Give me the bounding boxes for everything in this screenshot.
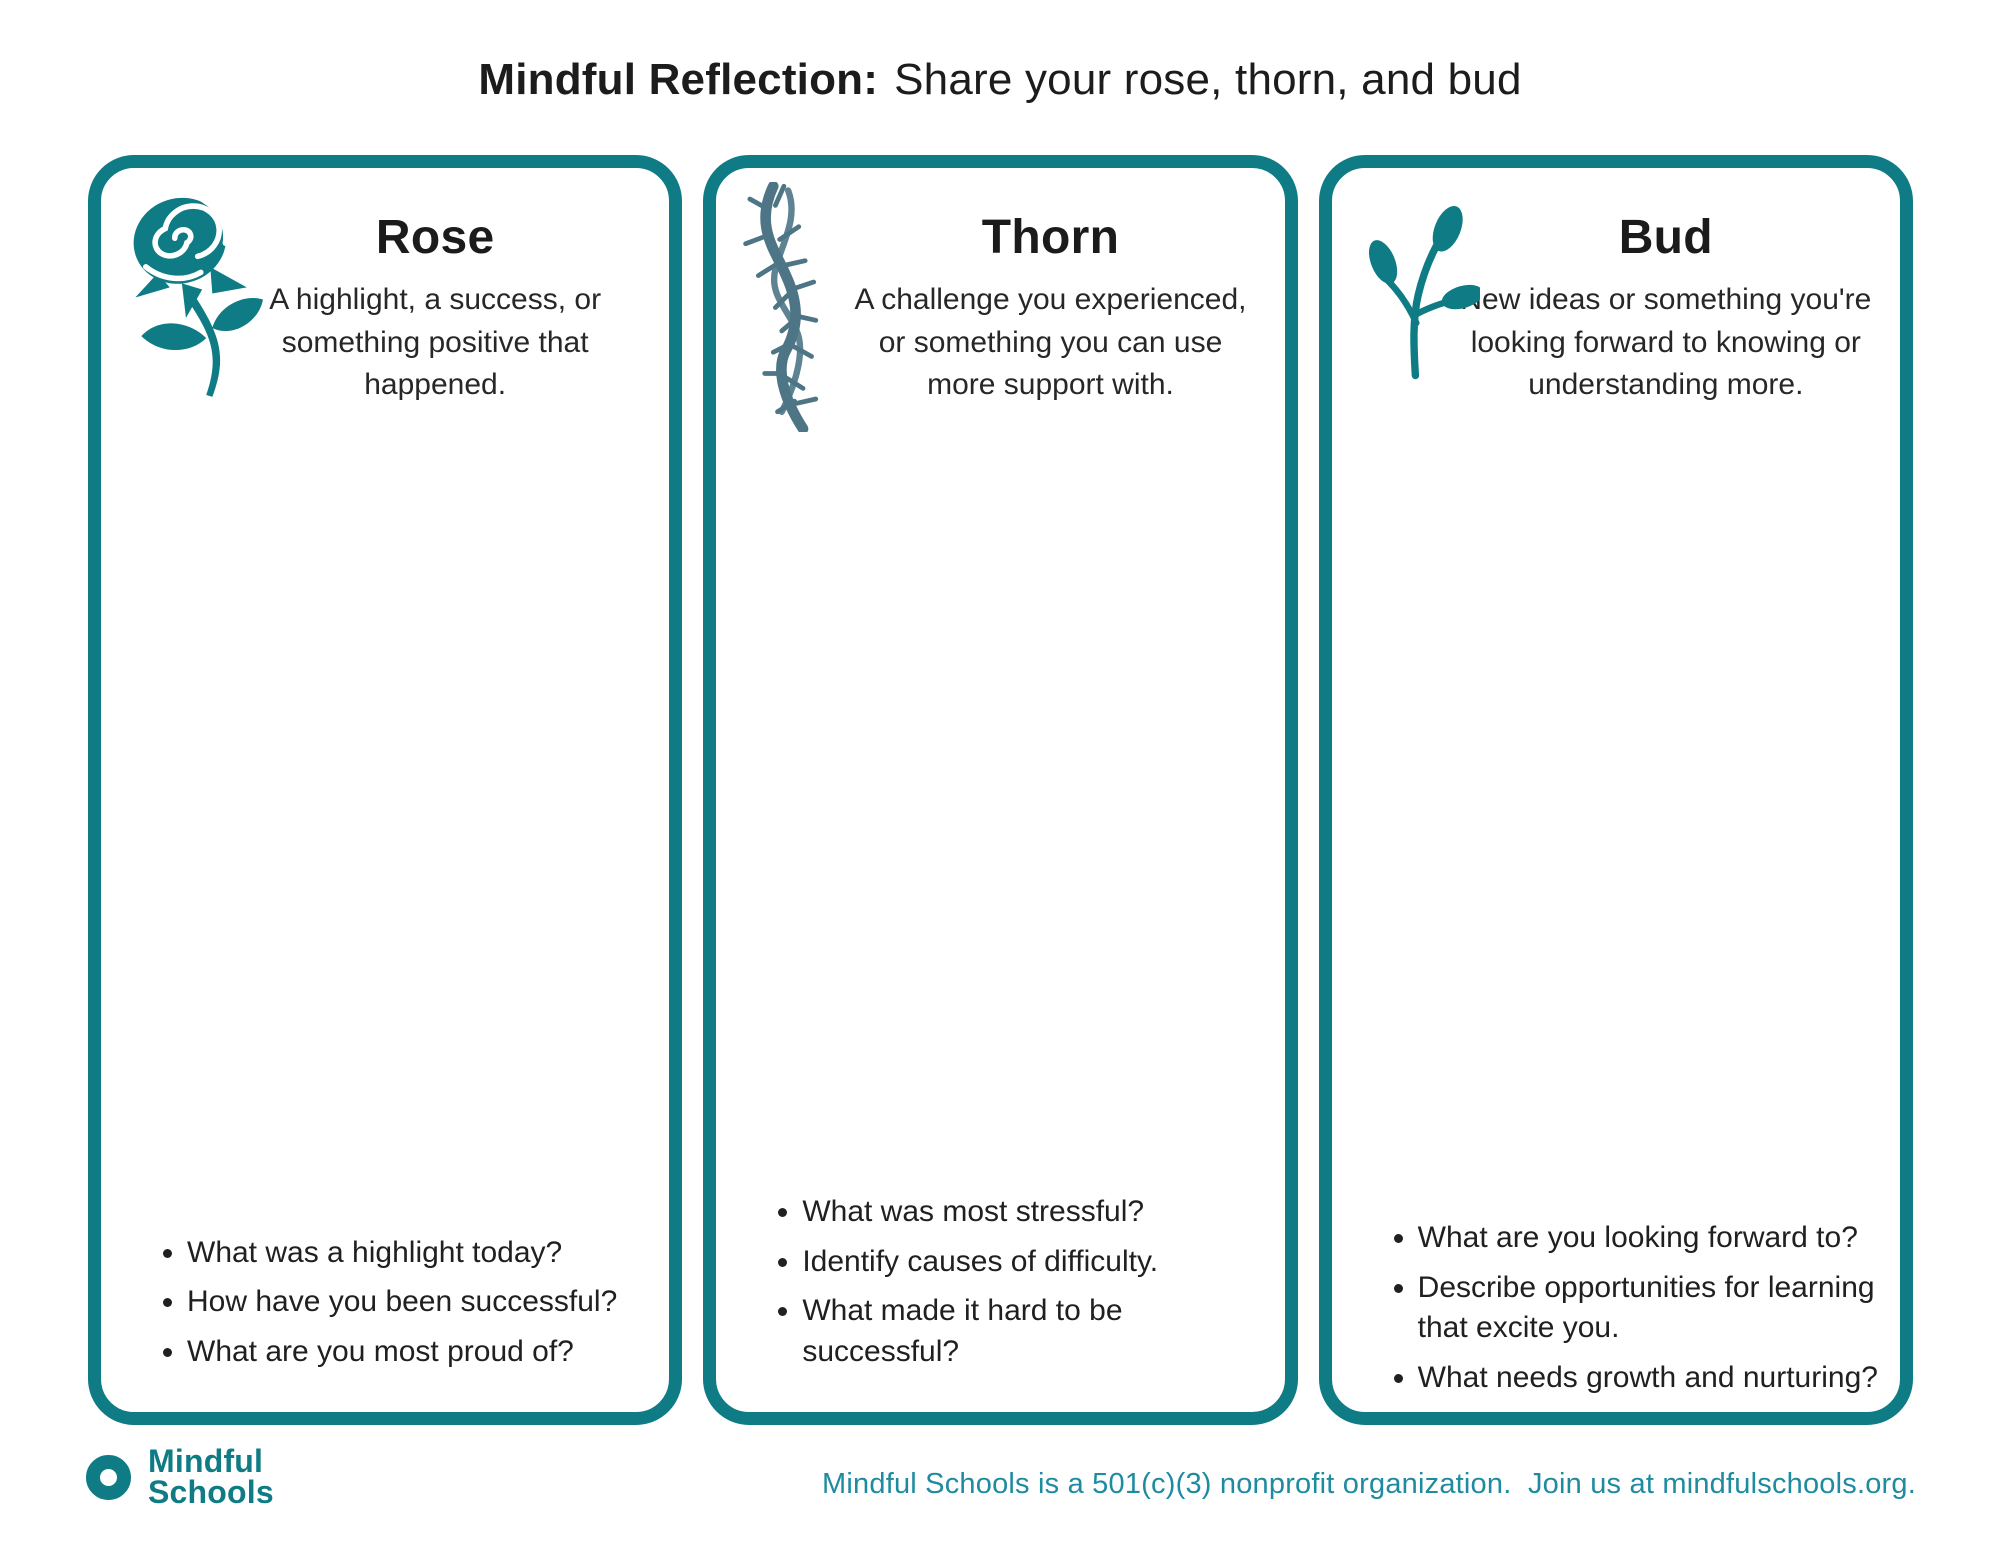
logo-line-1: Mindful (148, 1443, 264, 1479)
bud-card-header: Bud New ideas or something you're lookin… (1458, 210, 1874, 407)
rose-writing-space (131, 488, 639, 1212)
bud-icon (1360, 204, 1480, 380)
footer-note: Mindful Schools is a 501(c)(3) nonprofit… (822, 1468, 1916, 1500)
prompt-item: What made it hard to be successful? (802, 1291, 1266, 1372)
prompt-item: What needs growth and nurturing? (1418, 1358, 1882, 1399)
thorn-card-title: Thorn (981, 211, 1120, 264)
thorn-icon (742, 182, 846, 432)
thorn-writing-space (746, 488, 1254, 1212)
prompt-item: What was most stressful? (802, 1192, 1266, 1233)
prompt-item: What are you most proud of? (187, 1332, 651, 1373)
prompt-item: How have you been successful? (187, 1282, 651, 1323)
prompt-item: What was a highlight today? (187, 1233, 651, 1274)
mindful-schools-logo: Mindful Schools (86, 1443, 274, 1511)
thorn-card-description: A challenge you experienced, or somethin… (854, 283, 1247, 402)
page-title: Mindful Reflection: Share your rose, thor… (0, 55, 2000, 105)
rose-icon (113, 184, 265, 402)
thorn-card-header: Thorn A challenge you experienced, or so… (842, 210, 1258, 407)
bud-card-description: New ideas or something you're looking fo… (1460, 283, 1872, 402)
thorn-card: Thorn A challenge you experienced, or so… (703, 155, 1298, 1425)
bud-card: Bud New ideas or something you're lookin… (1318, 155, 1913, 1425)
rose-card-title: Rose (375, 211, 495, 264)
prompt-item: Describe opportunities for learning that… (1418, 1268, 1882, 1349)
rose-card-description: A highlight, a success, or something pos… (269, 283, 602, 402)
rose-card-header: Rose A highlight, a success, or somethin… (227, 210, 643, 407)
prompt-item: Identify causes of difficulty. (802, 1242, 1266, 1283)
logo-wordmark: Mindful Schools (148, 1443, 274, 1511)
page-title-rest: Share your rose, thorn, and bud (894, 55, 1522, 104)
bud-card-title: Bud (1618, 211, 1713, 264)
logo-line-2: Schools (148, 1474, 274, 1511)
bud-writing-space (1362, 488, 1870, 1212)
thorn-prompts: What was most stressful? Identify causes… (756, 1183, 1266, 1372)
page-title-emphasis: Mindful Reflection: (478, 55, 879, 104)
rose-card: Rose A highlight, a success, or somethin… (88, 155, 683, 1425)
rose-prompts: What was a highlight today? How have you… (141, 1224, 651, 1373)
bud-prompts: What are you looking forward to? Describ… (1372, 1209, 1882, 1398)
prompt-item: What are you looking forward to? (1418, 1218, 1882, 1259)
cards-row: Rose A highlight, a success, or somethin… (88, 155, 1913, 1425)
logo-ring-icon (86, 1454, 131, 1500)
